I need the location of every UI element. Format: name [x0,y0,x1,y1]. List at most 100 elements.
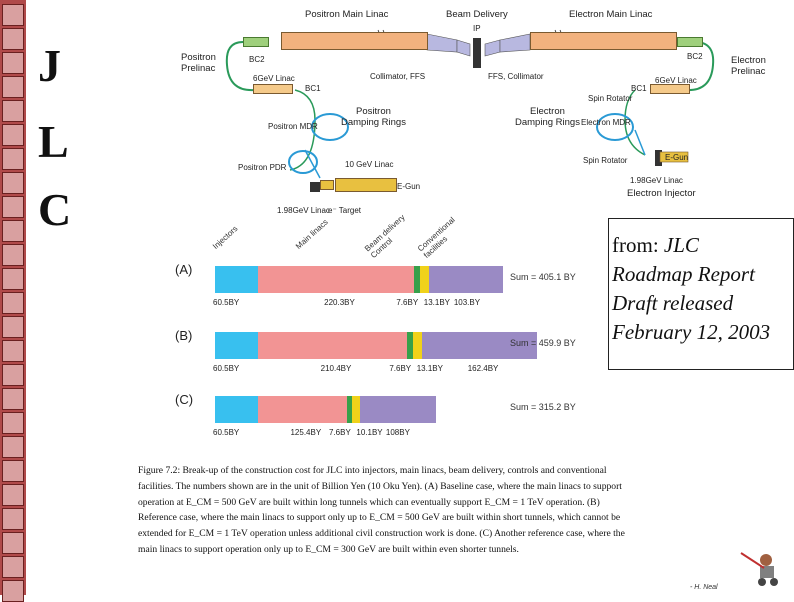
bar-segment-conventional-facilities [422,332,538,359]
label-positron-damping-rings: Positron Damping Rings [341,106,406,128]
note-prefix: from: [612,233,664,257]
linac-6gev-left [253,84,293,94]
bar-value-label: 60.5BY [213,364,240,373]
label-target: e⁻ Target [328,206,361,215]
case-label: (A) [175,262,193,277]
label-bc1-left: BC1 [305,84,321,93]
positron-mdr-ring [311,113,349,141]
bar-segment-injectors [215,266,258,293]
border-tile [2,124,24,146]
border-tile [2,436,24,458]
bar-segment-control [352,396,360,423]
border-tile [2,316,24,338]
bar-segment-conventional-facilities [429,266,503,293]
bar-row [215,266,503,293]
border-tile [2,532,24,554]
title-letter-j: J [38,40,61,91]
linac-10gev [335,178,397,192]
linac-6gev-right [650,84,690,94]
label-electron-mdr: Electron MDR [581,118,631,127]
column-label-main-linacs: Main linacs [293,217,330,251]
label-linac-198-left: 1.98GeV Linac [277,206,330,215]
label-linac-6gev-right: 6GeV Linac [655,76,697,85]
bar-segment-conventional-facilities [359,396,437,423]
border-tile [2,100,24,122]
border-tile [2,52,24,74]
bar-segment-control [419,266,430,293]
bar-segment-main-linacs [257,332,408,359]
label-positron-prelinac: Positron Prelinac [181,52,216,74]
bar-value-label: 108BY [385,428,410,437]
case-label: (C) [175,392,194,407]
bar-row [215,332,538,359]
bar-value-label: 7.6BY [328,428,351,437]
label-linac-10gev: 10 GeV Linac [345,160,394,169]
label-electron-prelinac: Electron Prelinac [731,55,766,77]
label-ffs-collimator: FFS, Collimator [488,72,544,81]
label-linac-198-right: 1.98GeV Linac [630,176,683,185]
border-tile [2,580,24,602]
border-tile [2,148,24,170]
bar-value-label: 10.1BY [356,428,383,437]
bc2-left [243,37,269,47]
bar-value-label: 103.BY [453,298,481,307]
bar-segment-beam-delivery [346,396,353,423]
column-label-injectors: Injectors [210,224,240,251]
bar-row [215,396,437,423]
note-line-3: Draft released [612,291,734,315]
border-tile [2,364,24,386]
label-beam-delivery: Beam Delivery [446,9,508,20]
bar-segment-beam-delivery [407,332,413,359]
label-egun-left: E-Gun [397,182,421,191]
label-linac-6gev-left: 6GeV Linac [253,74,295,83]
bar-segment-injectors [215,332,258,359]
label-bc2-left: BC2 [249,55,265,64]
border-tile [2,28,24,50]
author-credit: - H. Neal [690,584,718,591]
label-electron-main-linac: Electron Main Linac [569,9,653,20]
bar-segment-beam-delivery [414,266,420,293]
border-tile [2,76,24,98]
border-tile [2,412,24,434]
bar-value-label: 60.5BY [213,298,240,307]
label-electron-injector: Electron Injector [627,188,696,199]
bar-value-label: 125.4BY [290,428,322,437]
bar-sum-label: Sum = 459.9 BY [510,338,576,348]
label-egun-right: E-Gun [665,153,689,162]
bar-sum-label: Sum = 405.1 BY [510,272,576,282]
decorative-border [0,0,26,602]
bar-value-label: 210.4BY [320,364,352,373]
border-tile [2,340,24,362]
bar-segment-injectors [215,396,258,423]
border-tile [2,220,24,242]
border-tile [2,388,24,410]
bar-segment-main-linacs [257,266,415,293]
border-tile [2,484,24,506]
label-electron-damping-rings: Electron Damping Rings [515,106,580,128]
border-tile [2,268,24,290]
note-line-4: February 12, 2003 [612,320,771,344]
source-note: from: JLC Roadmap Report Draft released … [608,218,794,370]
bar-value-label: 13.1BY [423,298,450,307]
note-jlc: JLC [663,233,699,257]
border-tile [2,4,24,26]
case-label: (B) [175,328,193,343]
positron-main-linac [281,32,428,50]
border-tile [2,460,24,482]
bar-value-label: 13.1BY [416,364,443,373]
bar-value-label: 162.4BY [467,364,499,373]
ip-detector [473,38,481,68]
label-bc2-right: BC2 [687,52,703,61]
bar-value-label: 60.5BY [213,428,240,437]
electron-mdr-ring [596,113,634,141]
label-positron-main-linac: Positron Main Linac [305,9,389,20]
label-positron-pdr: Positron PDR [238,163,287,172]
mascot-logo-icon [740,552,778,586]
border-tile [2,172,24,194]
title-letter-c: C [38,184,72,235]
border-tile [2,244,24,266]
label-bc1-right: BC1 [631,84,647,93]
label-collimator-ffs: Collimator, FFS [370,72,426,81]
electron-main-linac [530,32,677,50]
border-tile [2,556,24,578]
